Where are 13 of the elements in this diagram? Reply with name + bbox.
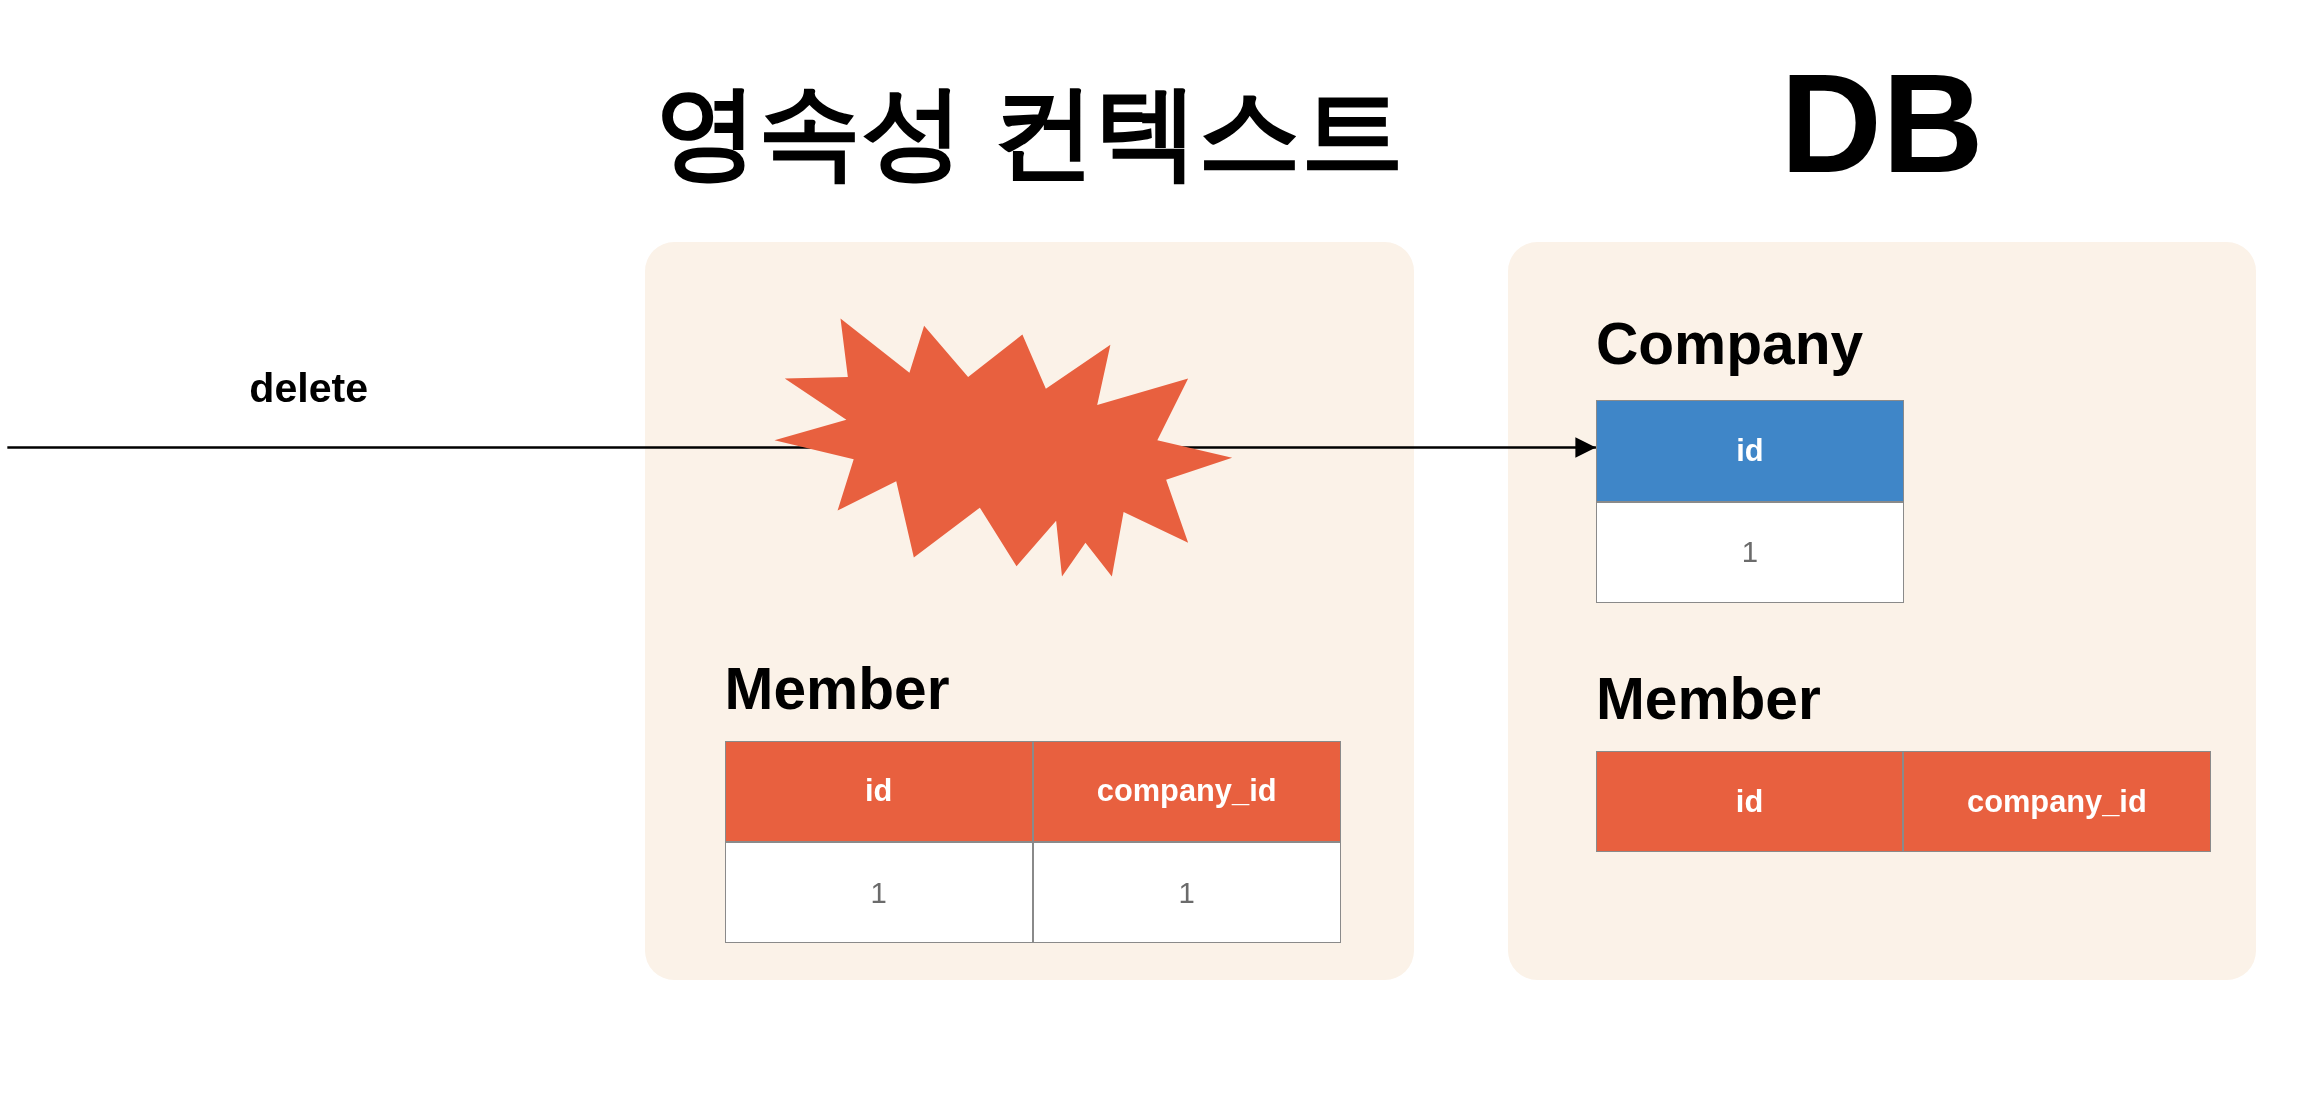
table-header-cell: company_id: [1903, 751, 2211, 853]
table-title: Member: [1595, 665, 1821, 734]
table-cell: 1: [1032, 841, 1341, 944]
table-cell: 1: [724, 841, 1033, 944]
table-title: Member: [724, 655, 950, 724]
panel-title: 영속성 컨텍스트: [653, 72, 1406, 191]
table-header-cell: company_id: [1032, 740, 1341, 842]
table-header-cell: id: [724, 740, 1033, 842]
table-header-cell: id: [1595, 751, 1904, 853]
panel-title: DB: [1779, 44, 1985, 205]
table-header-cell: id: [1595, 400, 1904, 502]
table-title: Company: [1595, 309, 1864, 378]
table-cell: 1: [1595, 501, 1904, 603]
